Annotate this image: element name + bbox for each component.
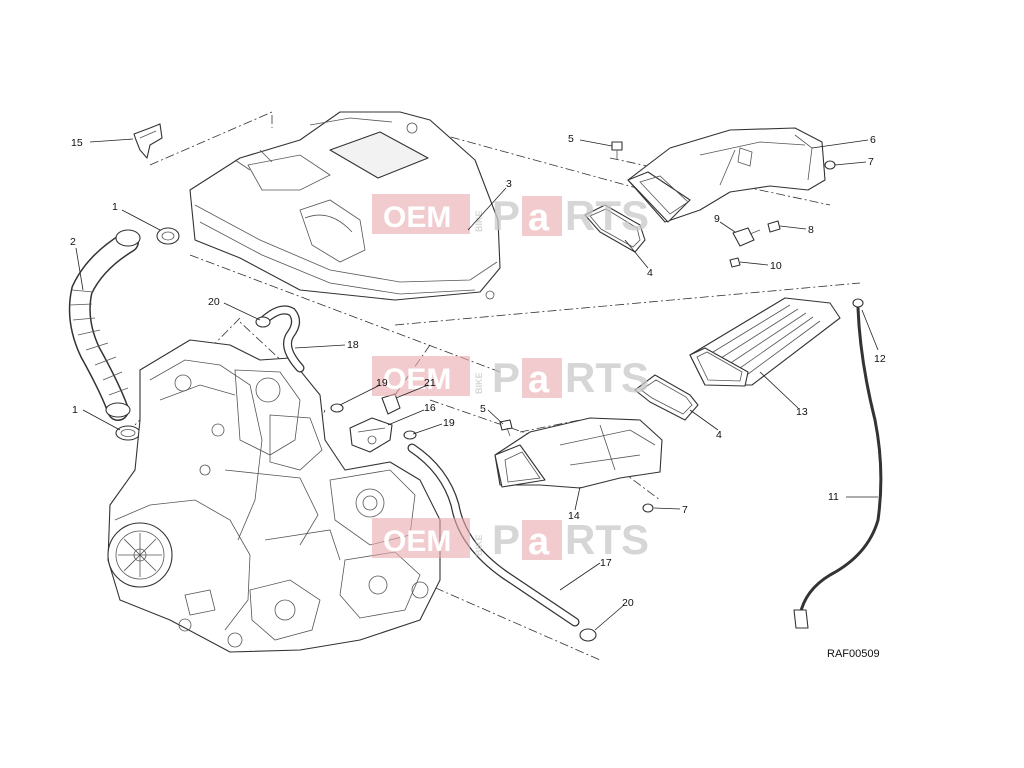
callout-21: 21 [424,377,436,389]
bolt-8 [767,220,781,233]
hose-clamp-1-top [156,227,180,245]
gasket-4-top [584,204,646,253]
bracket-15 [133,123,163,159]
intake-duct-6 [627,127,826,223]
callout-5: 5 [568,133,574,145]
valve-group [330,393,417,453]
watermark-bike-text: BIKE [474,210,484,232]
watermark-bottom: OEM BIKE P a RTS [372,516,649,563]
watermark-oem-text: OEM [383,525,451,558]
screw-5-bottom [499,419,513,437]
callout-4: 4 [716,429,722,441]
callout-11: 11 [828,491,839,503]
callout-8: 8 [808,224,814,236]
callout-19: 19 [376,377,388,389]
callout-6: 6 [870,134,876,146]
clip-20-bottom [579,628,597,642]
screw-10 [729,257,741,268]
screw-5-top [611,141,623,160]
callout-4: 4 [647,267,653,279]
callout-16: 16 [424,402,436,414]
watermark-top: OEM BIKE P a RTS [372,192,649,239]
airbox-cover [189,111,501,301]
clamp-12 [852,298,864,308]
watermark-p-text: P [492,354,520,401]
watermark-oem-text: OEM [383,363,451,396]
watermark-p-text: P [492,516,520,563]
watermark-rts-text: RTS [565,192,649,239]
watermark-a-text: a [528,521,550,563]
watermark-rts-text: RTS [565,516,649,563]
callout-18: 18 [347,339,359,351]
callouts: 15 1 2 3 5 6 7 9 8 10 4 12 20 18 19 21 1… [70,133,886,609]
callout-5: 5 [480,403,486,415]
watermark-a-text: a [528,197,550,239]
watermark-bike-text: BIKE [474,534,484,556]
watermark-middle: OEM BIKE P a RTS [372,354,649,401]
watermark-bike-text: BIKE [474,372,484,394]
callout-9: 9 [714,213,720,225]
washer-7-top [824,160,836,170]
intake-hose-2 [68,229,141,421]
callout-14: 14 [568,510,580,522]
breather-hose-18 [257,305,305,373]
watermark-p-text: P [492,192,520,239]
callout-2: 2 [70,236,76,248]
callout-7: 7 [868,156,874,168]
gasket-4-bottom [634,374,699,421]
callout-1: 1 [112,201,118,213]
callout-17: 17 [600,557,612,569]
callout-20: 20 [208,296,220,308]
reference-code: RAF00509 [827,648,880,660]
watermark-a-text: a [528,359,550,401]
callout-7: 7 [682,504,688,516]
intake-duct-14 [494,417,663,489]
watermark-rts-text: RTS [565,354,649,401]
sensor-9 [732,227,761,247]
callout-3: 3 [506,178,512,190]
callout-15: 15 [71,137,83,149]
leader-lines [75,138,879,631]
engine-block [107,339,441,653]
washer-7-bottom [642,503,654,513]
breather-hose-17 [407,443,580,627]
callout-10: 10 [770,260,782,272]
callout-20: 20 [622,597,634,609]
drain-tube-11 [793,306,883,629]
air-filter-13 [689,297,841,387]
callout-13: 13 [796,406,808,418]
callout-1: 1 [72,404,78,416]
hose-clamp-1-bottom [115,425,141,441]
clip-20-top [255,316,271,328]
callout-19: 19 [443,417,455,429]
watermark-oem-text: OEM [383,201,451,234]
callout-12: 12 [874,353,886,365]
